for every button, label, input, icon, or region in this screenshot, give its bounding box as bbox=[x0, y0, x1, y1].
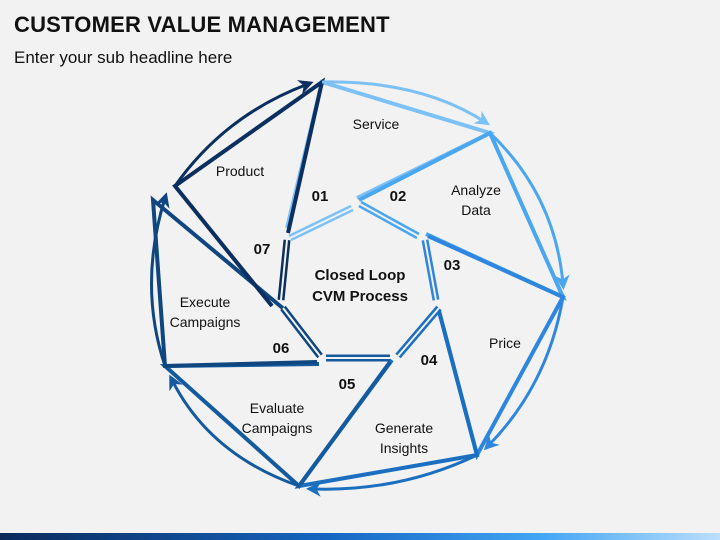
cycle-arrow-generate-insights bbox=[306, 453, 478, 497]
hub-edge-highlight-price bbox=[424, 239, 437, 301]
segment-label-price: Price bbox=[489, 335, 521, 351]
hub-edge-highlight-service bbox=[289, 207, 353, 239]
hub-edge-highlight-generate-insights bbox=[397, 307, 440, 357]
segment-number-03: 03 bbox=[444, 257, 461, 274]
cycle-arrow-price bbox=[483, 296, 565, 451]
segment-number-07: 07 bbox=[254, 241, 271, 258]
cycle-arrow-execute-campaigns bbox=[150, 192, 170, 367]
hub-edge-highlight-product bbox=[280, 239, 288, 301]
segment-number-01: 01 bbox=[312, 188, 329, 205]
cycle-arrows bbox=[150, 80, 570, 497]
cycle-arrow-product bbox=[173, 80, 314, 187]
segment-number-02: 02 bbox=[390, 188, 407, 205]
segment-outline-product bbox=[172, 77, 326, 308]
segment-number-06: 06 bbox=[273, 340, 290, 357]
page-title: CUSTOMER VALUE MANAGEMENT bbox=[14, 12, 390, 37]
cycle-arrow-service bbox=[321, 80, 491, 126]
hub-edge-highlight-analyze-data bbox=[359, 203, 419, 237]
hub-edge-highlight-execute-campaigns bbox=[282, 307, 321, 357]
page-subtitle: Enter your sub headline here bbox=[14, 48, 233, 67]
center-heptagon bbox=[277, 200, 442, 362]
segment-outline-generate-insights bbox=[294, 310, 480, 489]
segment-outlines bbox=[150, 77, 567, 489]
segment-number-05: 05 bbox=[339, 376, 356, 393]
cycle-arrow-analyze-data bbox=[488, 131, 570, 290]
segment-label-service: Service bbox=[353, 116, 400, 132]
segment-number-04: 04 bbox=[421, 352, 438, 369]
segment-outline-execute-campaigns bbox=[150, 195, 318, 369]
cycle-arrow-evaluate-campaigns bbox=[169, 374, 300, 488]
footer-gradient-bar bbox=[0, 533, 720, 540]
segment-label-product: Product bbox=[216, 163, 264, 179]
